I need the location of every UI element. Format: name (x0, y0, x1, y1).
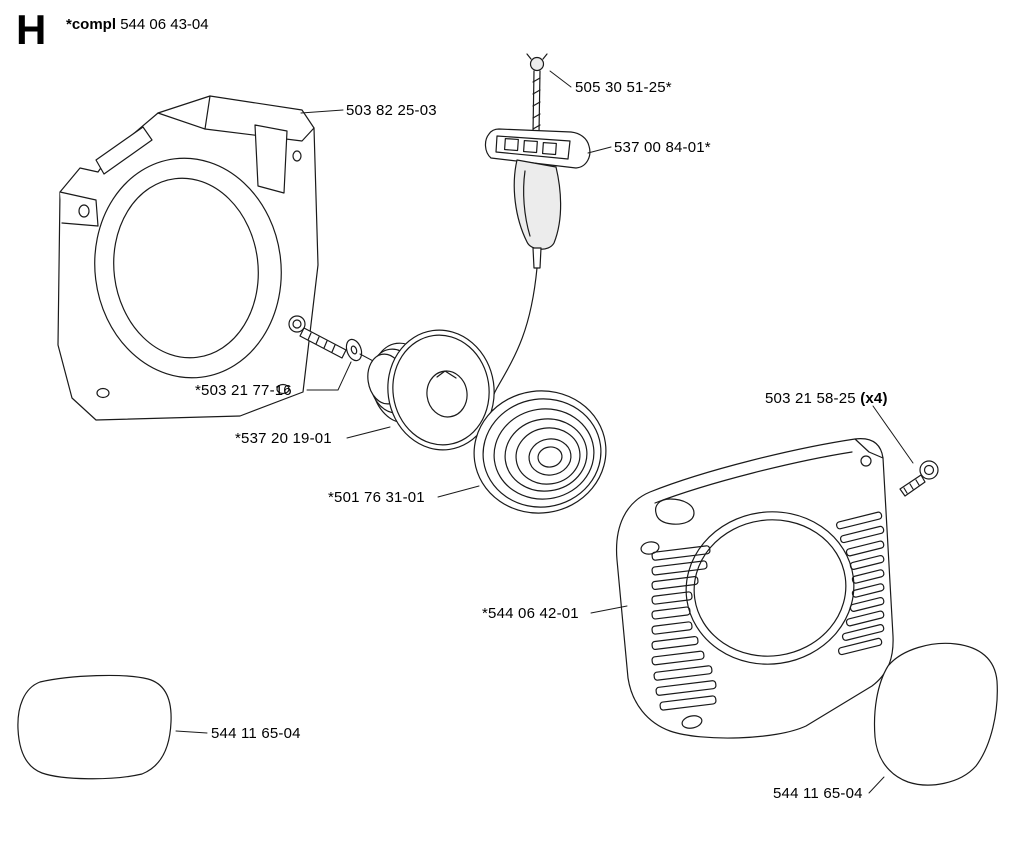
compl-prefix: *compl (66, 16, 117, 33)
compl-number: 544 06 43-04 (120, 16, 209, 33)
leader-recoil-spring (437, 485, 480, 498)
part-label-starter-cover: *544 06 42-01 (482, 605, 579, 622)
section-letter: H (16, 6, 47, 53)
compl-assembly-label: *compl 544 06 43-04 (66, 16, 209, 33)
part-label-recoil-spring: *501 76 31-01 (328, 489, 425, 506)
part-label-starter-rope: 505 30 51-25* (575, 79, 672, 96)
leader-starter-pulley (346, 426, 391, 439)
leader-starter-rope (549, 70, 572, 88)
leader-screw-washer (306, 361, 352, 391)
part-label-cover-screw: 503 21 58-25 (x4) (765, 390, 888, 407)
leader-cover-screw (872, 405, 914, 464)
starter-cover-drawing (615, 438, 894, 739)
leader-decal-left (175, 730, 208, 734)
part-label-starter-pulley: *537 20 19-01 (235, 430, 332, 447)
leader-fan-housing (300, 109, 344, 114)
part-label-screw-washer: *503 21 77-16 (195, 382, 292, 399)
decal-left-drawing (17, 674, 172, 780)
cover-screw-qty: (x4) (860, 390, 888, 407)
leader-starter-cover (590, 605, 628, 614)
cover-screw-number: 503 21 58-25 (765, 390, 856, 407)
starter-pulley-drawing (367, 329, 495, 451)
cover-screw-drawing (899, 460, 939, 497)
part-label-decal-left: 544 11 65-04 (211, 725, 301, 742)
part-label-fan-housing: 503 82 25-03 (346, 102, 437, 119)
cover-left-vents (651, 545, 717, 711)
cover-right-vents (835, 511, 885, 656)
recoil-spring-drawing (473, 390, 607, 514)
starter-handle-drawing (484, 53, 591, 429)
leader-starter-handle (587, 146, 612, 154)
fan-housing-drawing (57, 95, 319, 421)
leader-decal-right (868, 776, 885, 794)
leader-lines (175, 70, 914, 794)
part-label-starter-handle: 537 00 84-01* (614, 139, 711, 156)
decal-right-drawing (873, 642, 998, 786)
part-label-decal-right: 544 11 65-04 (773, 785, 863, 802)
screw-washer-drawing (288, 315, 363, 362)
